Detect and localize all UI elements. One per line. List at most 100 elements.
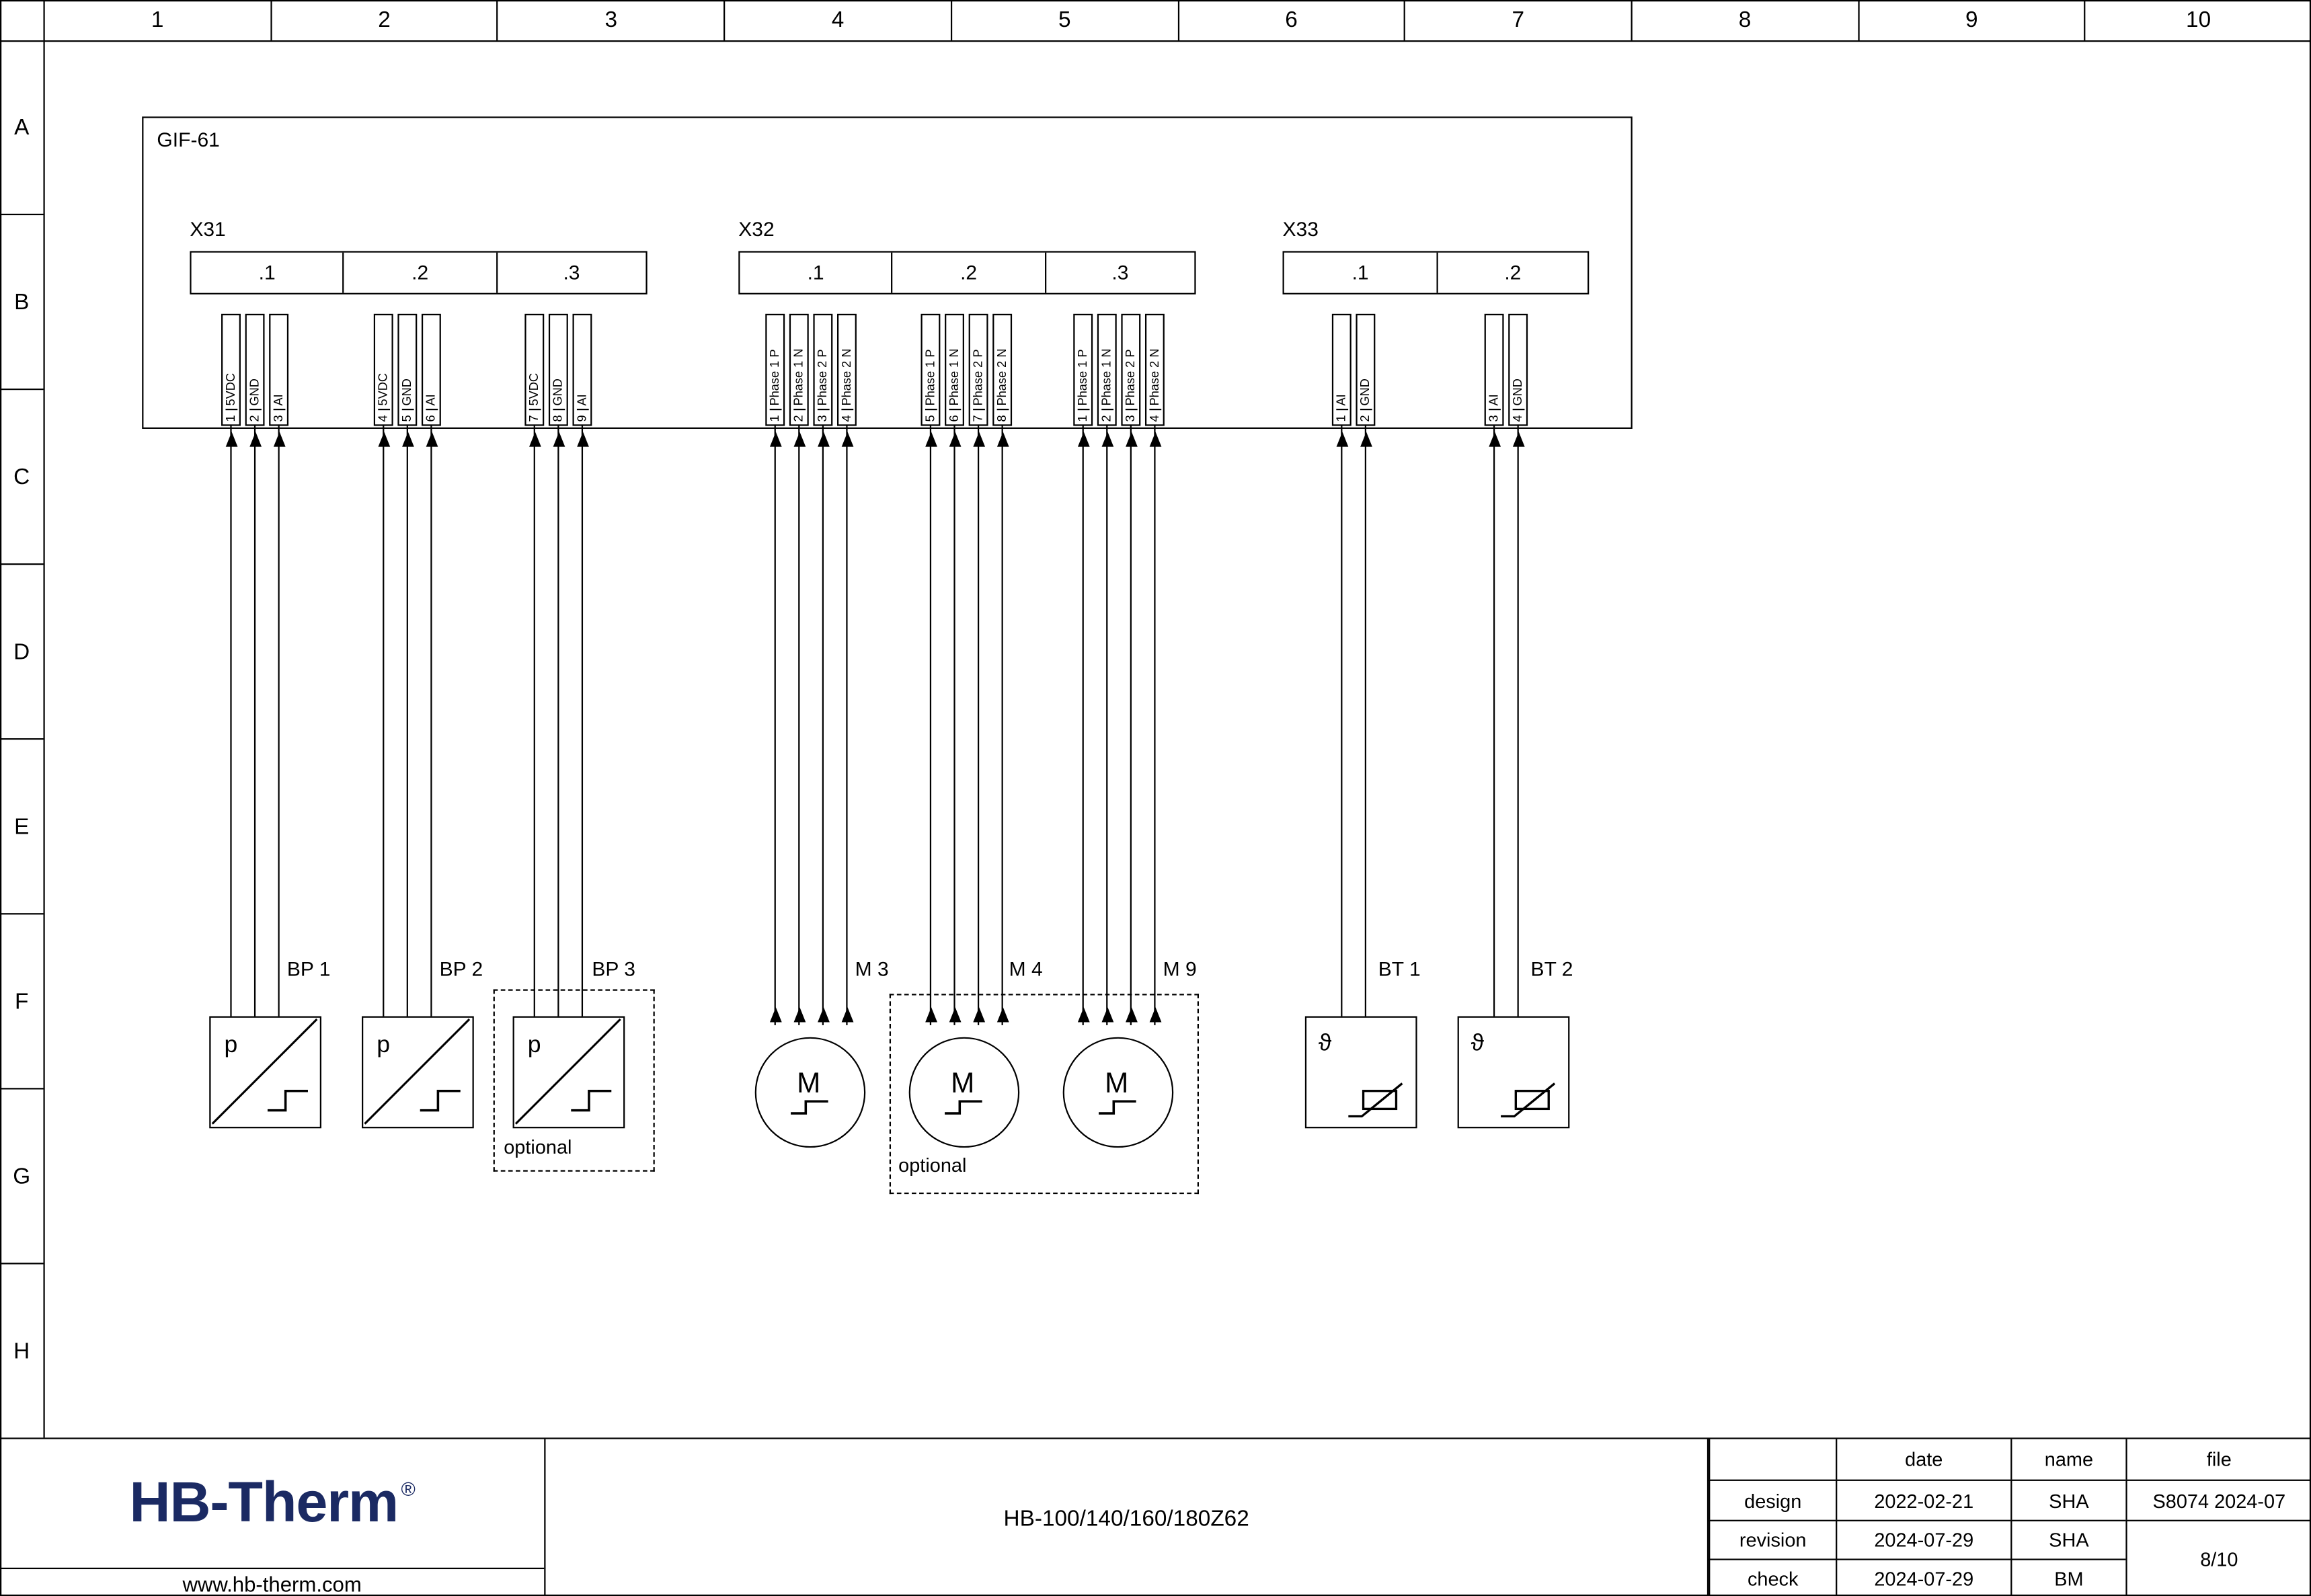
pin-number: 9 [574,414,588,422]
wire [929,426,932,1025]
grid-col-label: 7 [1404,0,1631,41]
wire [1493,426,1496,1016]
plug-arrow-icon [1149,432,1162,447]
pin-number: 7 [526,414,541,422]
pin-signal: GND [1510,377,1524,411]
pin-number: 1 [1075,414,1089,422]
grid-col-label: 10 [2084,0,2311,41]
grid-col-label: 6 [1177,0,1404,41]
pin-signal: Phase 1 N [791,348,806,411]
plug-arrow-icon [1077,1007,1090,1023]
connector-x31-label: X31 [190,218,226,241]
title-block: HB-Therm® www.hb-therm.com HB-100/140/16… [0,1437,2311,1596]
terminal-pin: 1 Phase 1 P [1073,313,1093,426]
grid-row-label: H [0,1263,44,1437]
connector-x32-header: .1 .2 .3 [738,251,1196,294]
wire [822,426,824,1025]
wire [406,426,409,1016]
gif61-label: GIF-61 [157,128,220,151]
wire [953,426,956,1025]
plug-arrow-icon [529,432,541,447]
row-design-name: SHA [2010,1479,2126,1520]
pin-signal: AI [1487,393,1501,411]
pin-signal: Phase 2 N [1147,348,1161,411]
plug-arrow-icon [1336,432,1349,447]
plug-arrow-icon [1126,432,1138,447]
svg-text:p: p [377,1031,390,1058]
plug-arrow-icon [973,1007,986,1023]
wire [230,426,233,1016]
grid-row-label: F [0,913,44,1088]
pin-signal: AI [271,393,285,411]
wire [798,426,801,1025]
wire [846,426,849,1025]
pin-number: 2 [1358,414,1372,422]
pin-number: 8 [994,414,1009,422]
motor-icon: M [791,1067,828,1115]
plug-arrow-icon [949,1007,962,1023]
temp-sensor-bt2: ϑ [1457,1016,1570,1129]
grid-col-label: 1 [43,0,270,41]
svg-text:M: M [951,1067,974,1099]
pin-signal: AI [1334,393,1348,411]
pressure-sensor-bp2: p [362,1016,474,1129]
svg-text:M: M [1105,1067,1128,1099]
connector-x33-label: X33 [1282,218,1319,241]
plug-arrow-icon [841,1007,854,1023]
wire [278,426,280,1016]
grid-row-label: C [0,388,44,563]
motors-optional-label: optional [898,1154,967,1176]
wire [533,426,536,1016]
plug-arrow-icon [378,432,391,447]
svg-text:p: p [224,1031,237,1058]
pressure-sensor-bp3: p [512,1016,625,1129]
m3-label: M 3 [855,957,889,981]
table-header-date: date [1836,1439,2010,1480]
pressure-sensor-icon: p [211,1018,318,1125]
pin-signal: AI [575,393,589,411]
grid-col-label: 8 [1631,0,1857,41]
row-design-label: design [1709,1479,1836,1520]
plug-arrow-icon [553,432,565,447]
wire [253,426,257,1016]
bp3-optional-label: optional [504,1135,572,1158]
motor-icon: M [945,1067,982,1115]
plug-arrow-icon [925,1007,937,1023]
wire [1106,426,1109,1025]
wire [774,426,777,1025]
table-cell-empty [1709,1439,1836,1480]
pressure-sensor-icon: p [514,1018,621,1125]
wire [1154,426,1157,1025]
pressure-sensor-icon: p [364,1018,471,1125]
m9-label: M 9 [1163,957,1197,981]
bp1-label: BP 1 [286,957,331,981]
temp-sensor-icon: ϑ [1471,1029,1556,1118]
grid-row-label: G [0,1088,44,1263]
pin-number: 1 [1333,414,1347,422]
terminal-pin: 9 AI [572,313,592,426]
plug-arrow-icon [793,432,806,447]
plug-arrow-icon [1077,432,1090,447]
svg-text:ϑ: ϑ [1471,1029,1485,1056]
pin-number: 3 [815,414,829,422]
motor-m3: M [754,1037,866,1148]
plug-arrow-icon [1149,1007,1162,1023]
pin-signal: Phase 1 N [947,348,961,411]
plug-arrow-icon [996,432,1009,447]
pressure-sensor-bp1: p [209,1016,321,1129]
wire [581,426,584,1016]
plug-arrow-icon [1360,432,1372,447]
wire [430,426,433,1016]
pin-signal: Phase 1 P [1075,348,1089,411]
